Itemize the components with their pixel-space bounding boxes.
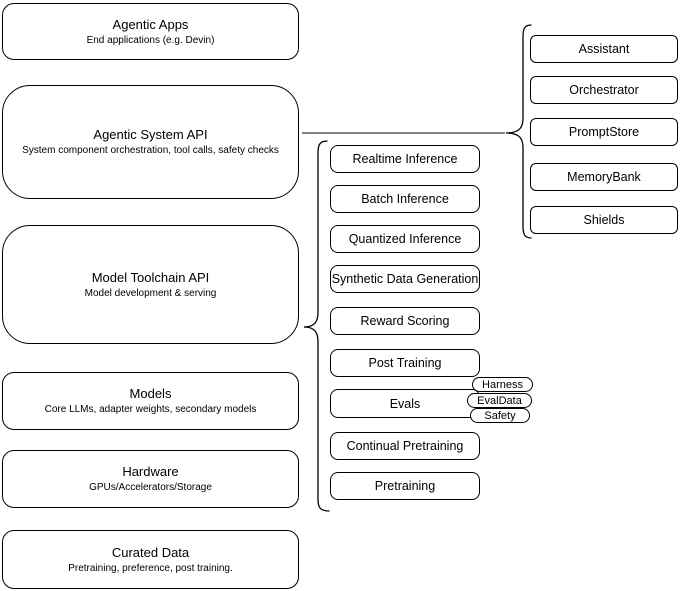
layer-model-toolchain-api: Model Toolchain API Model development & … <box>2 225 299 344</box>
toolchain-brace <box>303 140 330 512</box>
system-item-assistant: Assistant <box>530 35 678 63</box>
layer-agentic-apps: Agentic Apps End applications (e.g. Devi… <box>2 3 299 60</box>
layer-subtitle: Model development & serving <box>84 287 217 299</box>
toolchain-item-quantized-inference: Quantized Inference <box>330 225 480 253</box>
system-item-orchestrator: Orchestrator <box>530 76 678 104</box>
layer-subtitle: Core LLMs, adapter weights, secondary mo… <box>44 404 257 415</box>
layer-curated-data: Curated Data Pretraining, preference, po… <box>2 530 299 589</box>
layer-title: Agentic Apps <box>112 16 189 32</box>
toolchain-item-reward-scoring: Reward Scoring <box>330 307 480 335</box>
layer-agentic-system-api: Agentic System API System component orch… <box>2 85 299 199</box>
eval-tag-evaldata: EvalData <box>467 393 532 408</box>
layer-subtitle: System component orchestration, tool cal… <box>22 145 279 156</box>
layer-subtitle: End applications (e.g. Devin) <box>86 34 215 46</box>
layer-subtitle: GPUs/Accelerators/Storage <box>89 482 212 493</box>
system-components-brace <box>505 24 532 239</box>
toolchain-item-post-training: Post Training <box>330 349 480 377</box>
toolchain-item-pretraining: Pretraining <box>330 472 480 500</box>
toolchain-item-continual-pretraining: Continual Pretraining <box>330 432 480 460</box>
eval-tag-harness: Harness <box>472 377 533 392</box>
system-item-memorybank: MemoryBank <box>530 163 678 191</box>
system-item-promptstore: PromptStore <box>530 118 678 146</box>
layer-title: Agentic System API <box>93 127 208 142</box>
layer-hardware: Hardware GPUs/Accelerators/Storage <box>2 450 299 508</box>
layer-title: Hardware <box>122 464 179 479</box>
toolchain-item-realtime-inference: Realtime Inference <box>330 145 480 173</box>
eval-tag-safety: Safety <box>470 408 530 423</box>
layer-title: Models <box>129 386 172 401</box>
system-item-shields: Shields <box>530 206 678 234</box>
layer-models: Models Core LLMs, adapter weights, secon… <box>2 372 299 430</box>
layer-title: Curated Data <box>111 544 190 560</box>
toolchain-item-synthetic-data-generation: Synthetic Data Generation <box>330 265 480 293</box>
layer-subtitle: Pretraining, preference, post training. <box>68 562 233 574</box>
toolchain-item-batch-inference: Batch Inference <box>330 185 480 213</box>
toolchain-item-evals: Evals <box>330 389 480 418</box>
layer-title: Model Toolchain API <box>91 269 210 285</box>
